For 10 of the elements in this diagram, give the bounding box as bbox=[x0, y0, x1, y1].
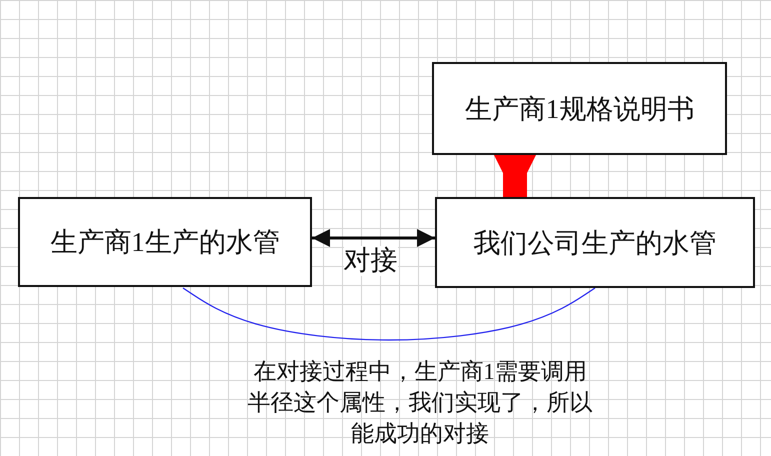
note-text: 在对接过程中，生产商1需要调用半径这个属性，我们实现了，所以能成功的对接 bbox=[246, 358, 594, 448]
box-label: 我们公司生产的水管 bbox=[474, 226, 716, 260]
curved-connector bbox=[182, 288, 596, 341]
arrow bbox=[312, 229, 435, 247]
process-box bbox=[435, 197, 755, 288]
process-box bbox=[18, 197, 312, 287]
process-box bbox=[432, 62, 727, 155]
box-label: 生产商1规格说明书 bbox=[464, 92, 694, 126]
box-label: 生产商1生产的水管 bbox=[50, 226, 280, 259]
edge-label: 对接 bbox=[344, 246, 398, 276]
